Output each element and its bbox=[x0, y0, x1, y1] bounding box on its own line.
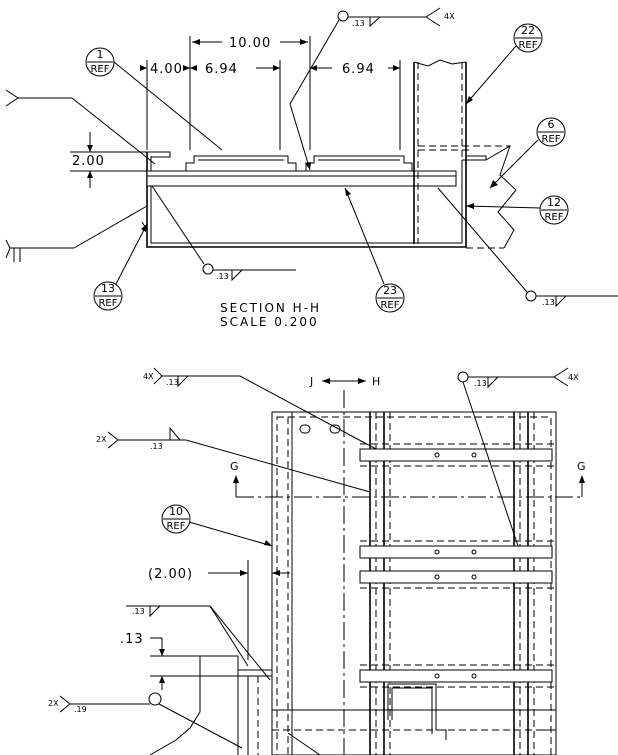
tray-outline bbox=[146, 152, 467, 248]
hat-section-left bbox=[185, 155, 297, 171]
svg-text:REF: REF bbox=[544, 212, 563, 223]
svg-text:1: 1 bbox=[97, 48, 104, 61]
plan-frame bbox=[149, 411, 557, 755]
svg-text:23: 23 bbox=[383, 284, 397, 297]
dim-13: .13 bbox=[120, 632, 144, 647]
svg-text:REF: REF bbox=[518, 40, 537, 51]
weld-symbol-bottom: .13 bbox=[151, 185, 296, 282]
svg-text:.19: .19 bbox=[74, 705, 87, 714]
dim-6-94-left: 6.94 bbox=[205, 62, 238, 77]
plan-dimensions: (2.00) .13 bbox=[120, 560, 290, 690]
svg-text:.13: .13 bbox=[216, 272, 229, 281]
svg-text:.13: .13 bbox=[150, 442, 163, 451]
weld-symbol-plan-mid: 2X .13 bbox=[96, 426, 371, 493]
svg-text:2X: 2X bbox=[48, 699, 59, 708]
svg-text:.13: .13 bbox=[542, 298, 555, 307]
center-lines bbox=[236, 390, 580, 755]
balloon-10: 10 REF bbox=[161, 504, 273, 547]
svg-text:.13: .13 bbox=[352, 19, 365, 28]
weld-symbol-left-upper bbox=[5, 89, 156, 165]
weld-symbol-plan-left: .13 bbox=[126, 605, 271, 681]
svg-text:2X: 2X bbox=[96, 435, 107, 444]
svg-text:.13: .13 bbox=[132, 607, 145, 616]
dim-2-00-ref: (2.00) bbox=[148, 567, 193, 582]
top-plate bbox=[146, 170, 457, 187]
dim-6-94-right: 6.94 bbox=[342, 62, 375, 77]
plan-view: J H G G 10 REF (2.00) bbox=[48, 367, 586, 755]
svg-text:REF: REF bbox=[380, 300, 399, 311]
balloon-1: 1 REF bbox=[85, 47, 223, 151]
weld-symbol-plan-top-left: 4X .13 bbox=[143, 367, 377, 450]
section-mark-g-left: G bbox=[230, 460, 239, 497]
weld-symbol-right: .13 bbox=[437, 187, 618, 308]
svg-text:13: 13 bbox=[101, 282, 115, 295]
svg-text:4X: 4X bbox=[444, 12, 455, 21]
dim-2-00: 2.00 bbox=[72, 154, 105, 169]
hat-section-right bbox=[305, 155, 413, 171]
svg-text:G: G bbox=[577, 460, 586, 473]
svg-text:SECTION H-H: SECTION H-H bbox=[220, 301, 321, 315]
weld-symbol-top: .13 4X bbox=[289, 7, 455, 171]
balloon-23: 23 REF bbox=[344, 187, 405, 313]
balloon-6: 6 REF bbox=[489, 117, 566, 189]
section-mark-jh: J H bbox=[309, 375, 380, 388]
svg-text:.13: .13 bbox=[166, 378, 179, 387]
dim-4-00: 4.00 bbox=[150, 62, 183, 77]
section-view: 10.00 4.00 6.94 6.94 2 bbox=[5, 7, 618, 329]
weld-symbol-left-lower bbox=[5, 205, 148, 262]
svg-text:12: 12 bbox=[547, 196, 561, 209]
svg-text:.13: .13 bbox=[474, 379, 487, 388]
svg-text:10: 10 bbox=[169, 505, 183, 518]
section-title: SECTION H-H SCALE 0.200 bbox=[220, 301, 321, 329]
break-line bbox=[485, 144, 517, 249]
svg-text:REF: REF bbox=[166, 521, 185, 532]
section-mark-g-right: G bbox=[577, 460, 586, 497]
balloon-22: 22 REF bbox=[465, 23, 543, 105]
svg-text:4X: 4X bbox=[143, 372, 154, 381]
svg-text:H: H bbox=[372, 375, 380, 388]
svg-text:SCALE 0.200: SCALE 0.200 bbox=[220, 315, 319, 329]
weld-symbol-plan-top-right: .13 4X bbox=[457, 367, 579, 547]
svg-text:G: G bbox=[230, 460, 239, 473]
balloon-13: 13 REF bbox=[93, 223, 148, 311]
svg-text:REF: REF bbox=[98, 298, 117, 309]
section-dimensions: 10.00 4.00 6.94 6.94 2 bbox=[70, 36, 401, 188]
section-assembly bbox=[141, 59, 517, 249]
svg-text:J: J bbox=[309, 375, 313, 388]
svg-text:REF: REF bbox=[541, 134, 560, 145]
weld-symbol-plan-bottom: 2X .19 bbox=[48, 692, 321, 755]
svg-text:22: 22 bbox=[521, 24, 535, 37]
svg-text:4X: 4X bbox=[568, 373, 579, 382]
balloon-12: 12 REF bbox=[465, 195, 569, 225]
svg-text:6: 6 bbox=[548, 118, 555, 131]
svg-text:REF: REF bbox=[90, 64, 109, 75]
dim-10-00: 10.00 bbox=[229, 36, 271, 51]
